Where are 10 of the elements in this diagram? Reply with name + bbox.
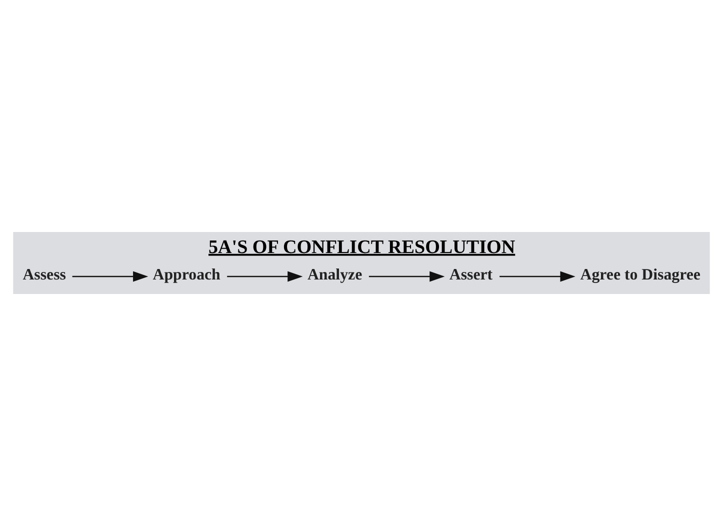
diagram-title: 5A'S OF CONFLICT RESOLUTION bbox=[208, 236, 516, 258]
arrow bbox=[368, 270, 445, 282]
node-text: Approach bbox=[152, 266, 220, 284]
arrow bbox=[500, 270, 576, 282]
node-text: Analyze bbox=[307, 266, 362, 284]
arrow bbox=[72, 270, 148, 282]
node-text: Assess bbox=[22, 266, 66, 284]
arrow bbox=[227, 270, 303, 282]
node-text: Assert bbox=[449, 266, 493, 284]
node-text: Agree to Disagree bbox=[580, 266, 700, 284]
